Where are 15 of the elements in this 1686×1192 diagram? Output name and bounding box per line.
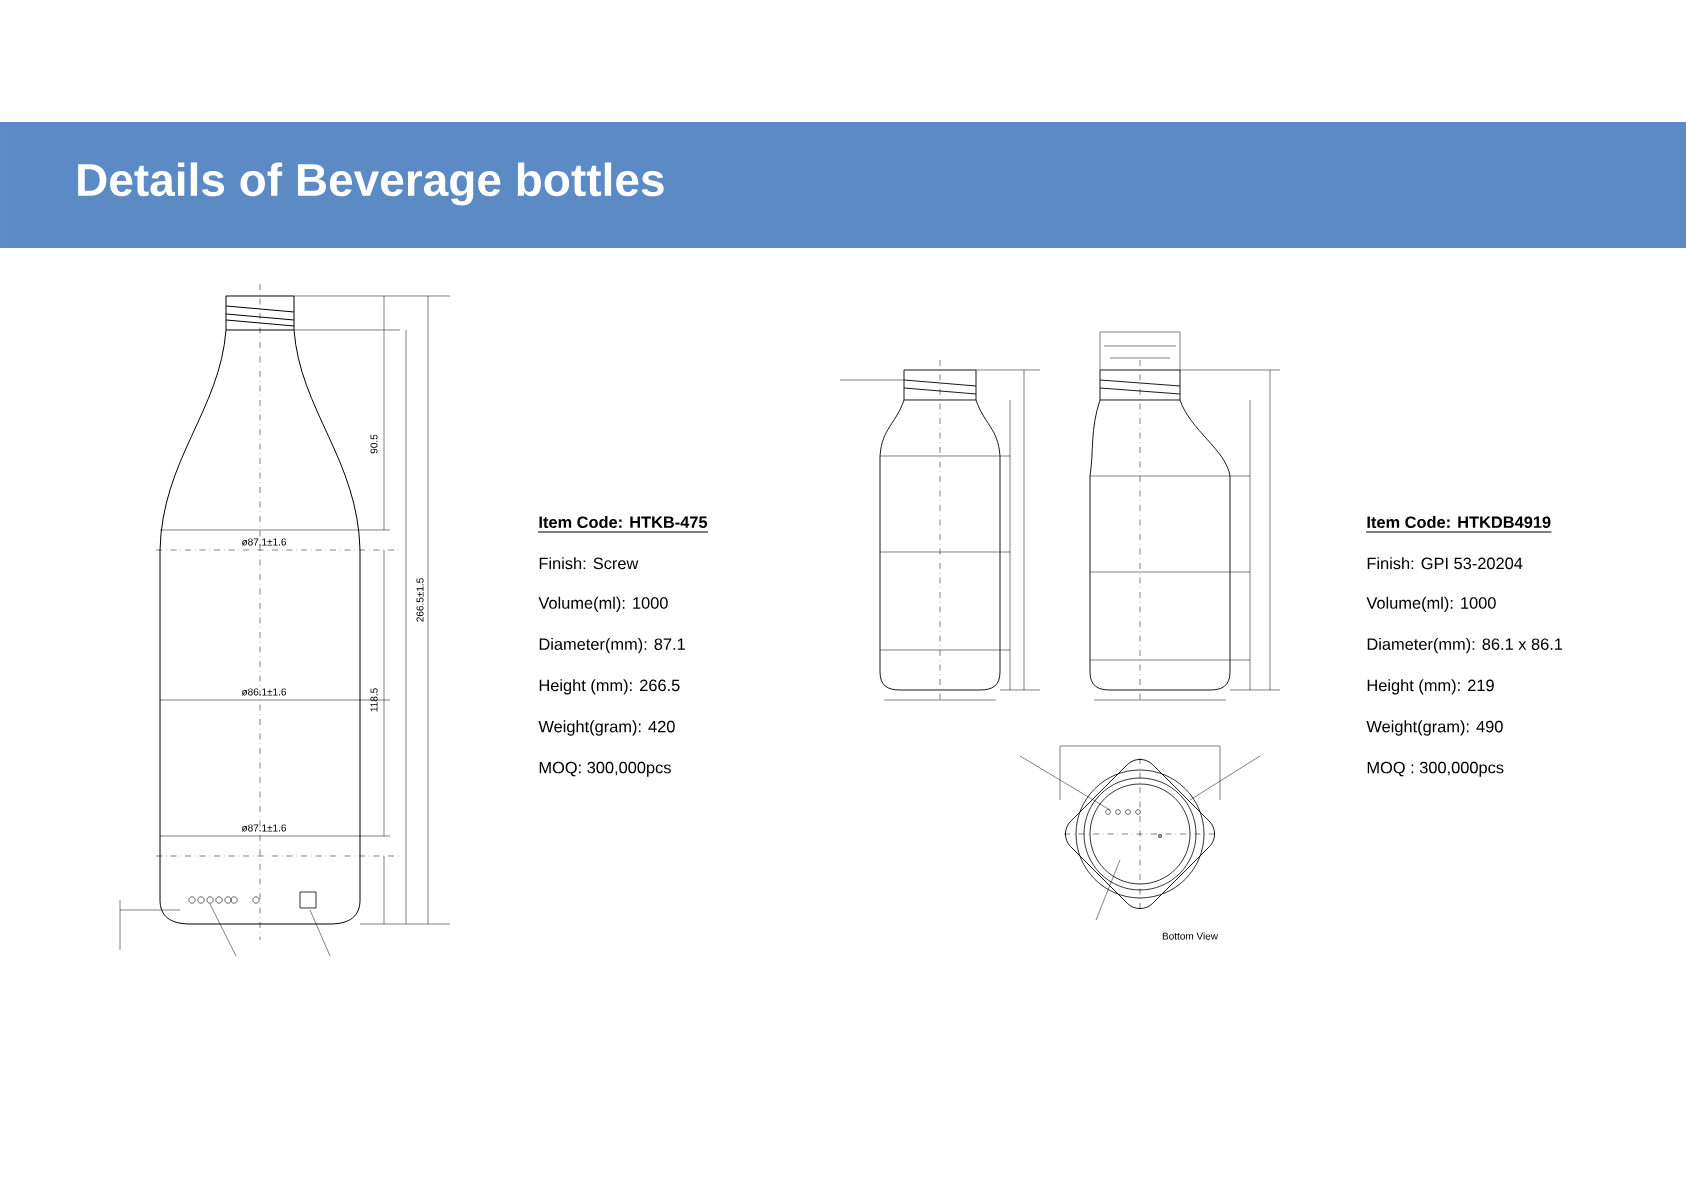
spec-text: Volume(ml): 1000 (1366, 596, 1496, 612)
spec-text: Finish: Screw (539, 557, 639, 570)
item-code-heading: Item Code: HTKB-475 (537, 515, 709, 533)
item-code-heading: Item Code: HTKDB4919 (1365, 515, 1553, 533)
spec-text: Height (mm): 266.5 (539, 679, 680, 695)
spec-text: Volume(ml): 1000 (538, 596, 668, 612)
spec-text: MOQ: 300,000pcs (539, 761, 671, 777)
spec-text: Weight(gram): 490 (1366, 720, 1503, 736)
spec-text: Finish: GPI 53-20204 (1367, 557, 1523, 570)
spec-text: Diameter(mm): 86.1 x 86.1 (1367, 637, 1563, 654)
spec-text: Diameter(mm): 87.1 (539, 637, 685, 654)
spec-text: Height (mm): 219 (1367, 679, 1494, 695)
spec-text: MOQ : 300,000pcs (1367, 761, 1504, 777)
spec-text: Weight(gram): 420 (538, 720, 675, 736)
title-banner: Details of Beverage bottles (0, 122, 1686, 248)
